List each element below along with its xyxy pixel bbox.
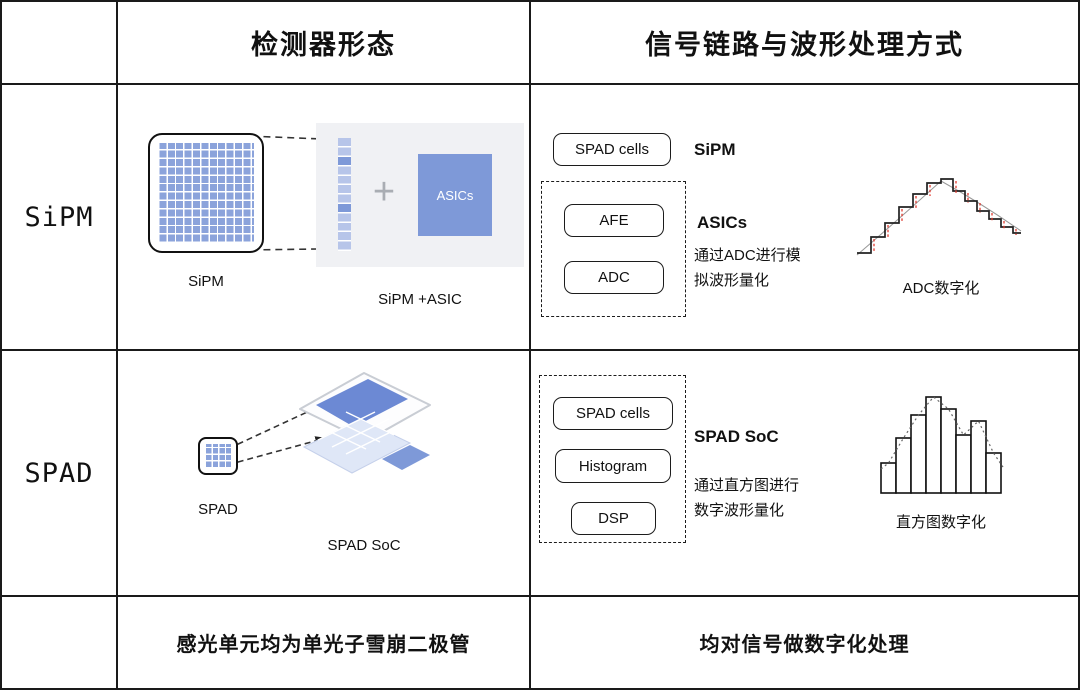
spad-soc-illustration — [299, 372, 431, 474]
plus-sign: + — [372, 171, 396, 213]
sipm-detector-cell: + ASICs SiPM SiPM +ASIC — [118, 85, 531, 351]
sipm-signal-cell: SPAD cells SiPM AFE ADC ASICs 通过ADC进行模 拟… — [531, 85, 1078, 351]
adc-waveform-icon — [856, 178, 1022, 256]
spad-pixel-grid — [205, 444, 231, 468]
footer-corner-cell — [2, 597, 118, 688]
afe-block: AFE — [564, 204, 664, 237]
sipm-sensor-icon — [148, 133, 264, 253]
spad-row-label: SPAD — [24, 457, 94, 489]
header-detector-form-label: 检测器形态 — [251, 30, 396, 60]
spad-signal-cell: SPAD cells Histogram DSP SPAD SoC 通过直方图进… — [531, 351, 1078, 597]
spad-soc-caption: SPAD SoC — [327, 537, 401, 554]
dsp-block: DSP — [571, 502, 656, 535]
footer-detector-cell: 感光单元均为单光子雪崩二极管 — [118, 597, 531, 688]
adc-description-line1: 通过ADC进行模 — [694, 247, 801, 264]
sipm-asic-panel: + ASICs — [316, 123, 524, 267]
sipm-array-strip-icon — [338, 138, 351, 251]
row-label-sipm: SiPM — [2, 85, 118, 351]
footer-signal-cell: 均对信号做数字化处理 — [531, 597, 1078, 688]
spad-cells-block: SPAD cells — [553, 133, 671, 166]
adc-chart-caption: ADC数字化 — [902, 280, 980, 297]
spad-cells-block: SPAD cells — [553, 397, 673, 430]
spad-sensor-icon — [198, 437, 238, 475]
sipm-asic-caption: SiPM +ASIC — [378, 291, 462, 308]
adc-description-line2: 拟波形量化 — [694, 272, 770, 289]
sipm-row-label: SiPM — [24, 201, 94, 233]
histogram-description: 通过直方图进行 数字波形量化 — [694, 473, 799, 523]
histogram-description-line2: 数字波形量化 — [694, 502, 785, 519]
footer-signal-note: 均对信号做数字化处理 — [699, 634, 910, 656]
histogram-chart-caption: 直方图数字化 — [895, 514, 986, 531]
adc-description: 通过ADC进行模 拟波形量化 — [694, 243, 801, 293]
asics-dashed-group — [541, 181, 686, 317]
header-signal-chain-label: 信号链路与波形处理方式 — [645, 30, 964, 60]
spad-detector-cell: SPAD SPAD SoC — [118, 351, 531, 597]
footer-detector-note: 感光单元均为单光子雪崩二极管 — [176, 634, 471, 656]
row-label-spad: SPAD — [2, 351, 118, 597]
histogram-description-line1: 通过直方图进行 — [694, 477, 800, 494]
header-detector-form: 检测器形态 — [118, 2, 531, 85]
asics-tag: ASICs — [697, 213, 748, 232]
header-signal-chain: 信号链路与波形处理方式 — [531, 2, 1078, 85]
sipm-sensor-caption: SiPM — [188, 273, 224, 290]
sipm-tag: SiPM — [694, 140, 736, 159]
asics-chip-icon: ASICs — [418, 154, 492, 236]
histogram-block: Histogram — [555, 449, 671, 483]
adc-block: ADC — [564, 261, 664, 294]
header-corner-cell — [2, 2, 118, 85]
spad-sensor-caption: SPAD — [198, 501, 238, 518]
spad-soc-tag: SPAD SoC — [694, 427, 779, 446]
soc-dashed-group — [539, 375, 686, 543]
sipm-microcell-grid — [158, 143, 254, 243]
histogram-chart-icon — [880, 396, 1004, 494]
